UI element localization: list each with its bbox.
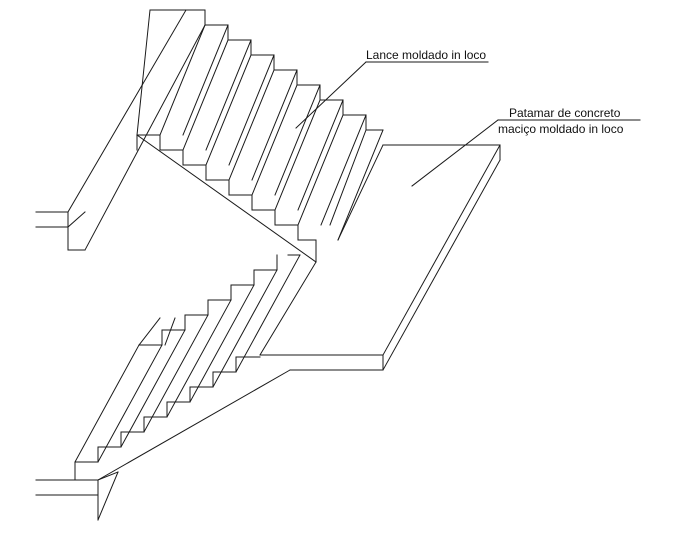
landing-slab	[260, 145, 500, 370]
label-lance: Lance moldado in loco	[366, 48, 486, 62]
left-upper-floor	[36, 212, 85, 250]
label-patamar-line1: Patamar de concreto	[509, 106, 620, 120]
label-patamar-line2: maciço moldado in loco	[498, 122, 623, 136]
lower-flight-steps	[75, 255, 300, 462]
upper-slab-outline	[150, 10, 205, 25]
lower-flight-soffit	[98, 370, 290, 520]
upper-flight-steps	[137, 25, 383, 240]
left-lower-floor	[36, 462, 98, 495]
upper-flight-soffit	[68, 10, 316, 262]
